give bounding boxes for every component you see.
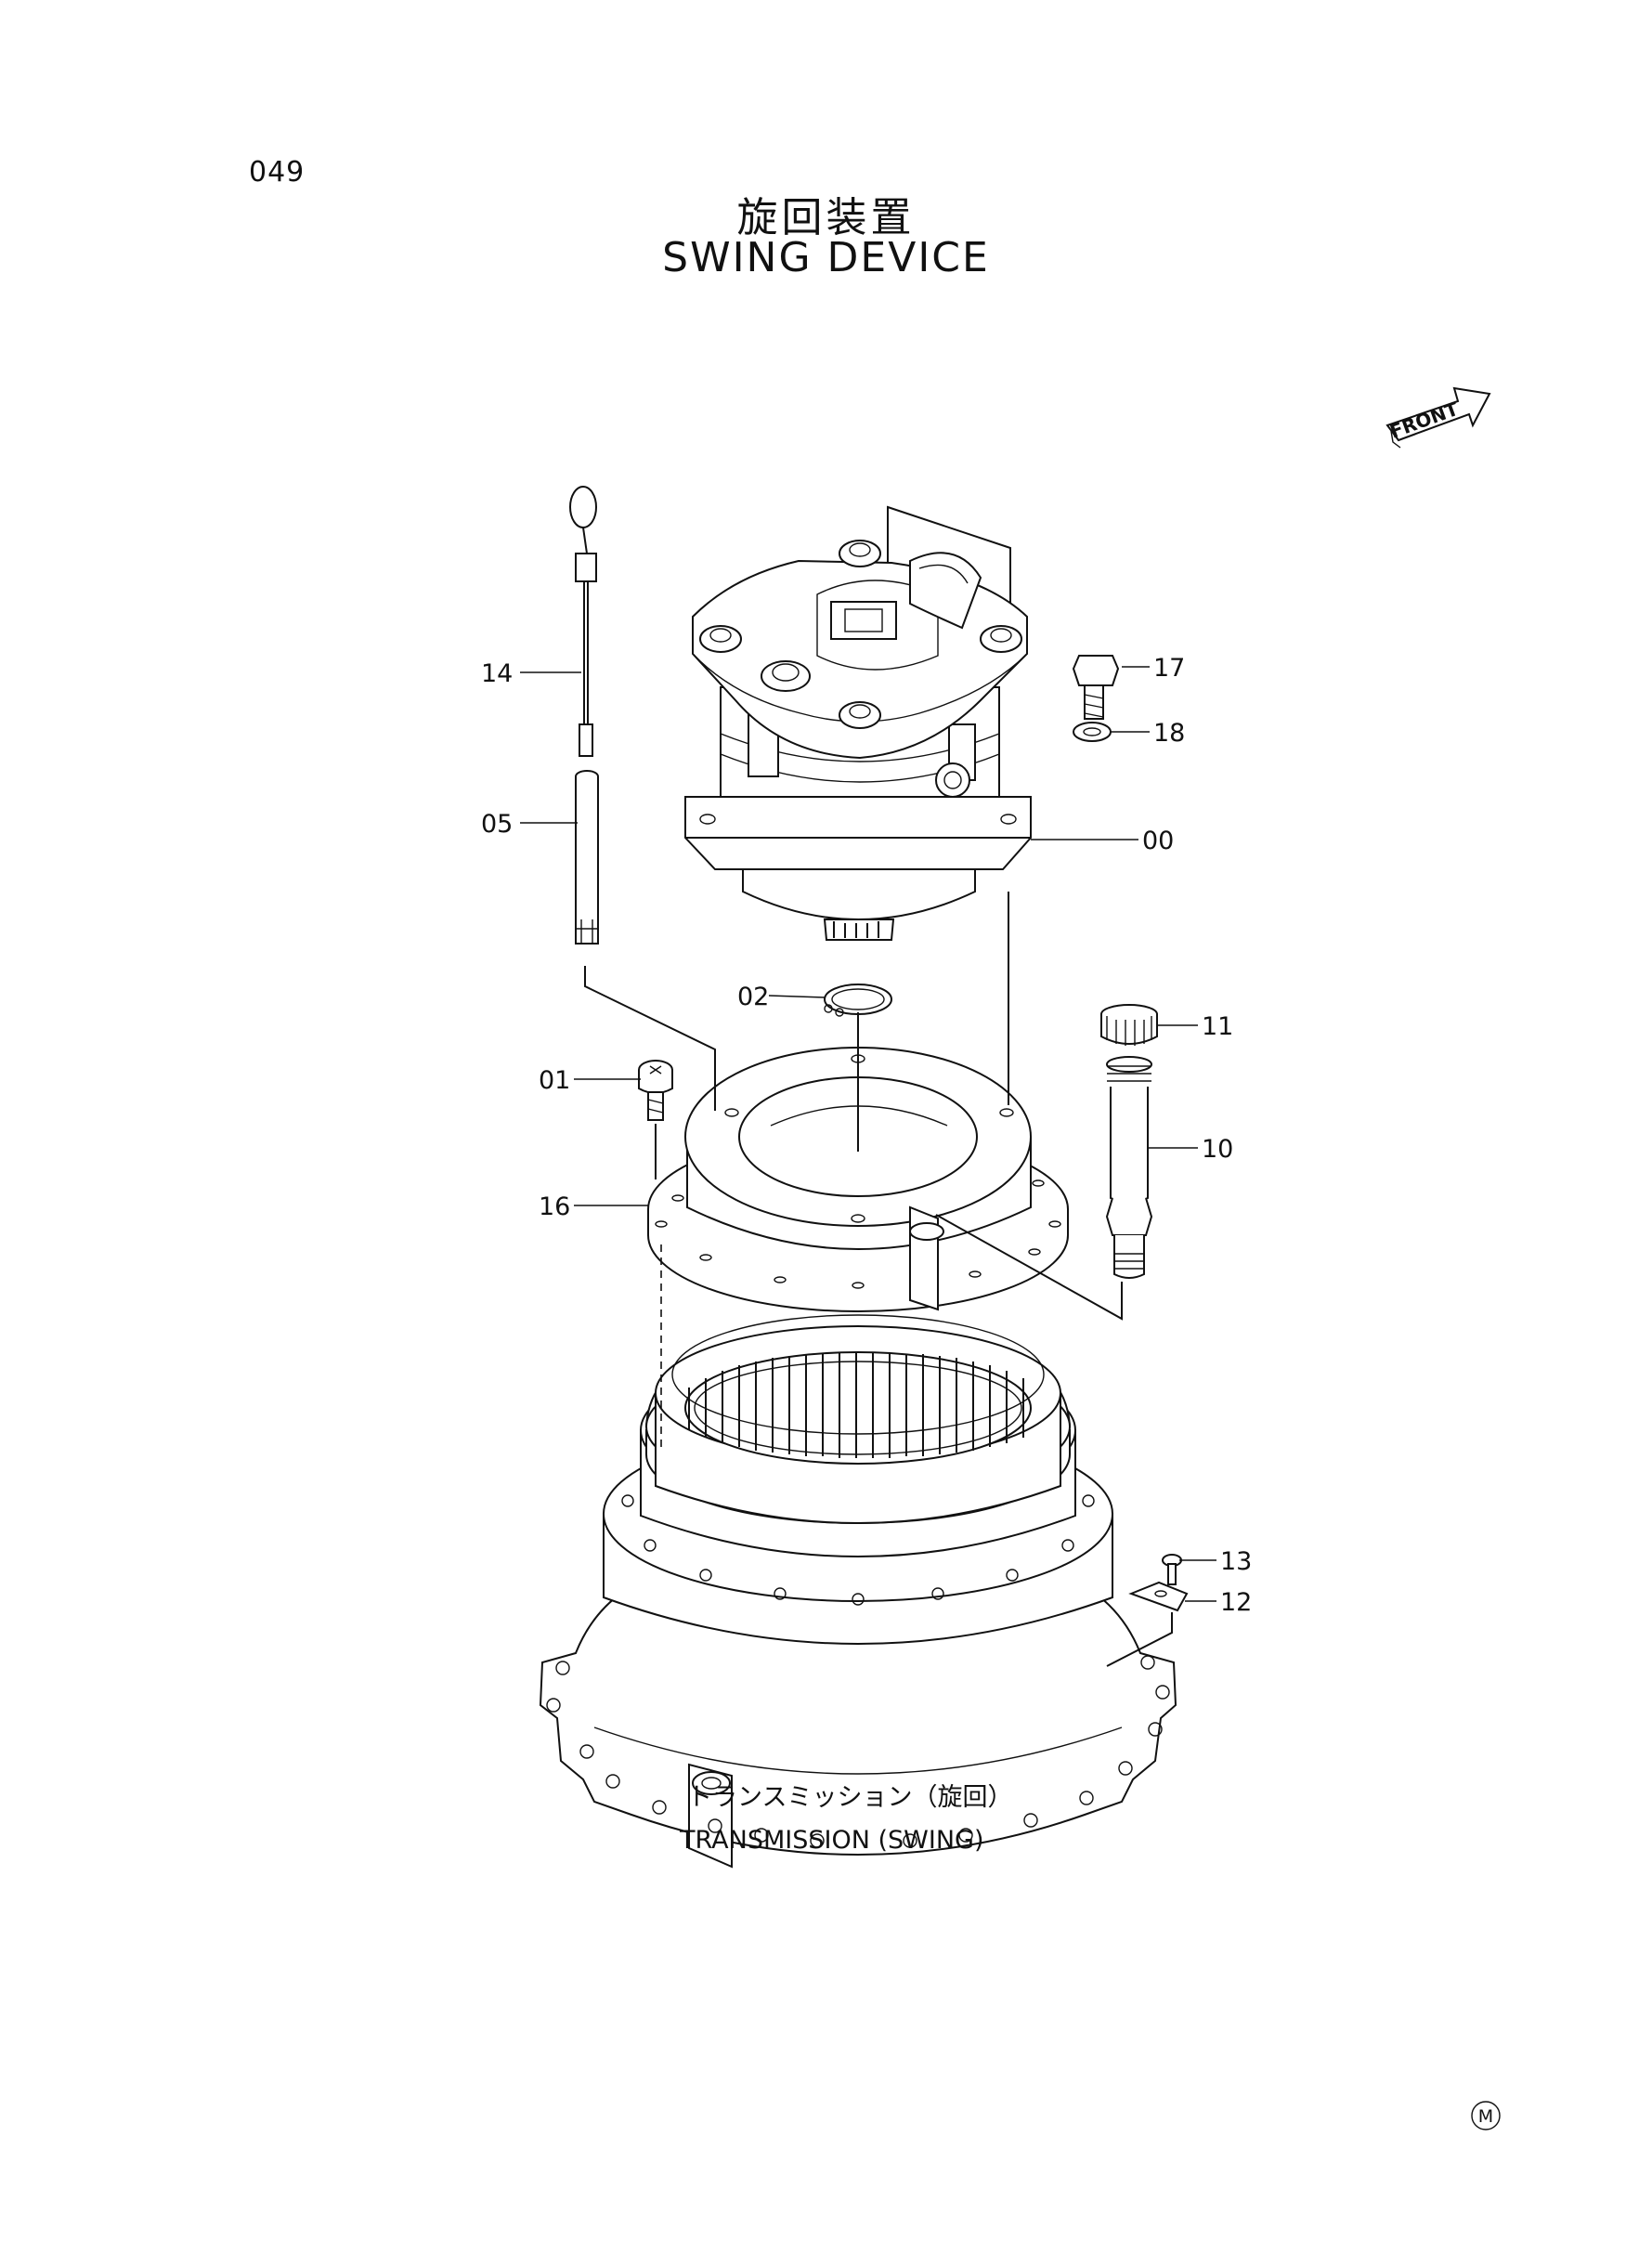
page-number: 049 xyxy=(249,156,306,189)
assembly-lines xyxy=(584,892,1173,1667)
swing-motor-assembly xyxy=(684,505,1032,941)
callout-part-02: 02 xyxy=(737,983,769,1011)
spring-washer-part-18 xyxy=(1073,722,1112,742)
callout-part-16: 16 xyxy=(539,1192,570,1221)
transmission-swing: トランスミッション（旋回） TRANSMISSION (SWING) xyxy=(539,1314,1177,1869)
snap-ring-part-02 xyxy=(824,984,892,1017)
transmission-note-english: TRANSMISSION (SWING) xyxy=(679,1826,983,1855)
diagram-title-english: SWING DEVICE xyxy=(662,234,990,281)
pipe-part-10 xyxy=(1105,1056,1153,1279)
cap-part-11 xyxy=(1100,1004,1158,1046)
front-direction-arrow: FRONT xyxy=(1385,386,1491,449)
callout-part-17: 17 xyxy=(1153,654,1185,683)
front-label: FRONT xyxy=(1387,397,1462,443)
level-gauge-part-14 xyxy=(569,486,597,757)
callout-part-00: 00 xyxy=(1142,827,1174,855)
plate-part-12 xyxy=(1128,1581,1189,1612)
transmission-note-japanese: トランスミッション（旋回） xyxy=(687,1783,1012,1812)
callout-leaders xyxy=(520,666,1216,1602)
socket-bolt-part-01 xyxy=(638,1060,673,1121)
callout-part-11: 11 xyxy=(1202,1012,1233,1041)
callout-part-01: 01 xyxy=(539,1066,570,1095)
callout-part-10: 10 xyxy=(1202,1135,1233,1164)
footer-mark-letter: M xyxy=(1478,2106,1493,2127)
callout-part-14: 14 xyxy=(481,659,513,688)
callout-part-12: 12 xyxy=(1220,1588,1252,1617)
screw-part-13 xyxy=(1162,1554,1182,1585)
hex-bolt-part-17 xyxy=(1072,655,1120,720)
pipe-part-05 xyxy=(575,770,599,945)
callout-part-18: 18 xyxy=(1153,719,1185,748)
callout-part-13: 13 xyxy=(1220,1547,1252,1576)
diagram-title-japanese: 旋回装置 xyxy=(736,194,916,241)
housing-part-16 xyxy=(647,1047,1069,1312)
callout-part-05: 05 xyxy=(481,810,513,839)
footer-circled-mark: M xyxy=(1471,2101,1501,2130)
